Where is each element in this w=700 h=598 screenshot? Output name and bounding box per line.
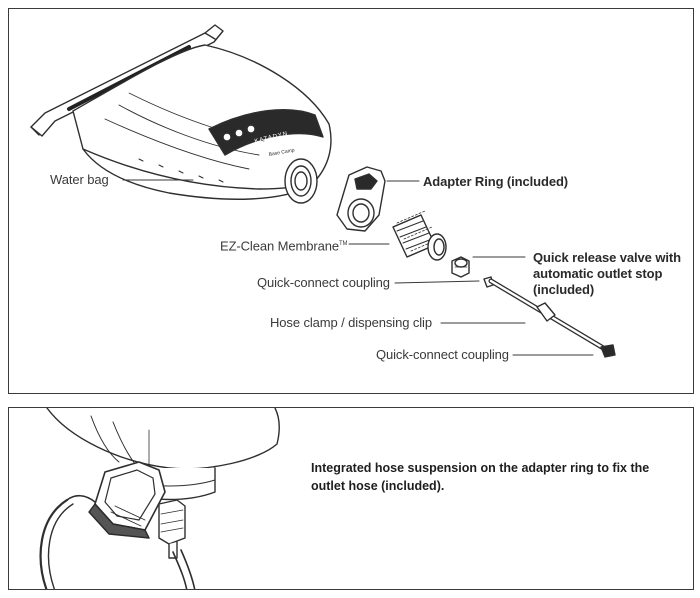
bag-volume: 6L: [262, 119, 269, 125]
label-membrane-tm: TM: [338, 241, 348, 247]
label-valve-line3: (included): [533, 282, 595, 297]
outlet-hose-drawing: [483, 276, 616, 358]
label-hose-clamp: Hose clamp / dispensing clip: [270, 315, 432, 330]
label-membrane-text: EZ-Clean Membrane: [220, 238, 339, 254]
label-membrane: EZ-Clean MembraneTM: [220, 237, 348, 254]
label-coupling-top: Quick-connect coupling: [257, 275, 390, 290]
water-bag-drawing: [30, 24, 332, 204]
suspension-caption: Integrated hose suspension on the adapte…: [311, 461, 650, 493]
hose-suspension-detail: Integrated hose suspension on the adapte…: [8, 407, 694, 590]
bag-model: Base Camp: [268, 147, 295, 157]
exploded-parts-illustration: KATADYN 6L Base Camp: [30, 24, 616, 358]
exploded-parts-diagram: KATADYN 6L Base Camp Water bag Adapter R…: [8, 8, 694, 394]
quick-release-valve-drawing: [451, 256, 470, 278]
label-water-bag: Water bag: [50, 172, 109, 187]
label-valve-line2: automatic outlet stop: [533, 266, 663, 281]
adapter-ring-drawing: [336, 166, 386, 232]
hose-suspension-illustration: [39, 408, 280, 589]
label-valve-line1: Quick release valve with: [533, 250, 681, 265]
label-adapter-ring: Adapter Ring (included): [423, 174, 569, 189]
label-coupling-bottom: Quick-connect coupling: [376, 347, 509, 362]
membrane-filter-drawing: [392, 210, 447, 261]
leader-lines: [122, 179, 594, 356]
